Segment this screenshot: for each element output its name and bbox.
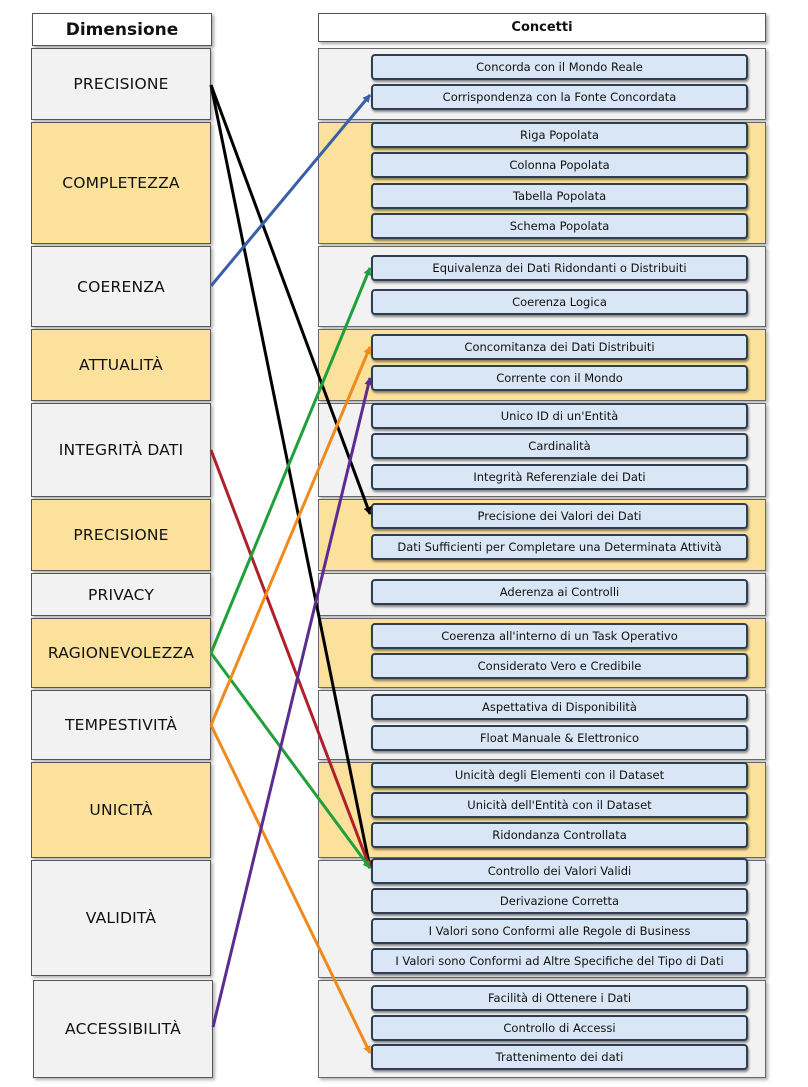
concept-label: Concorda con il Mondo Reale — [476, 60, 643, 74]
concept-item: Unicità dell'Entità con il Dataset — [371, 792, 748, 818]
dimension-integrita-dati: INTEGRITÀ DATI — [31, 403, 211, 497]
dimension-label: PRECISIONE — [73, 526, 169, 544]
concept-item: Facilità di Ottenere i Dati — [371, 985, 748, 1011]
dimension-label: RAGIONEVOLEZZA — [47, 644, 195, 662]
concept-label: Riga Popolata — [520, 128, 599, 142]
concepts-header: Concetti — [318, 13, 766, 42]
dimension-label: INTEGRITÀ DATI — [58, 441, 184, 459]
concept-label: Unicità dell'Entità con il Dataset — [467, 798, 652, 812]
concept-item: Colonna Popolata — [371, 152, 748, 178]
concept-item: Concorda con il Mondo Reale — [371, 54, 748, 80]
concepts-header-label: Concetti — [511, 20, 573, 35]
dimension-completezza: COMPLETEZZA — [31, 122, 211, 244]
concept-label: Aspettativa di Disponibilità — [482, 700, 637, 714]
concept-label: Integrità Referenziale dei Dati — [473, 470, 646, 484]
concept-label: Schema Popolata — [509, 219, 610, 233]
concept-label: Dati Sufficienti per Completare una Dete… — [397, 540, 722, 554]
concept-label: Unicità degli Elementi con il Dataset — [454, 768, 665, 782]
dimension-validita: VALIDITÀ — [31, 860, 211, 976]
concept-item: Ridondanza Controllata — [371, 822, 748, 848]
dimension-label: ATTUALITÀ — [79, 356, 163, 374]
concept-item: Corrente con il Mondo — [371, 365, 748, 391]
concept-item: Cardinalità — [371, 433, 748, 459]
concept-label: Float Manuale & Elettronico — [479, 731, 640, 745]
concept-item: Concomitanza dei Dati Distribuiti — [371, 334, 748, 360]
concept-item: Trattenimento dei dati — [371, 1044, 748, 1070]
dimension-accessibilita: ACCESSIBILITÀ — [33, 980, 213, 1078]
concept-item: Float Manuale & Elettronico — [371, 725, 748, 751]
concept-item: I Valori sono Conformi ad Altre Specific… — [371, 948, 748, 974]
dimension-label: COMPLETEZZA — [62, 174, 180, 192]
concept-label: Cardinalità — [528, 439, 591, 453]
concept-item: Unicità degli Elementi con il Dataset — [371, 762, 748, 788]
concept-label: Colonna Popolata — [509, 158, 610, 172]
concept-label: Facilità di Ottenere i Dati — [487, 991, 632, 1005]
concept-item: Corrispondenza con la Fonte Concordata — [371, 84, 748, 110]
concept-label: I Valori sono Conformi alle Regole di Bu… — [428, 924, 691, 938]
dimension-tempestivita: TEMPESTIVITÀ — [31, 690, 211, 760]
concept-label: Controllo dei Valori Validi — [487, 864, 632, 878]
dimension-label: COERENZA — [77, 277, 165, 296]
dimension-precisione-2: PRECISIONE — [31, 499, 211, 571]
concept-item: Considerato Vero e Credibile — [371, 653, 748, 679]
concept-item: Schema Popolata — [371, 213, 748, 239]
concept-item: Riga Popolata — [371, 122, 748, 148]
concept-item: Controllo dei Valori Validi — [371, 858, 748, 884]
concept-item: I Valori sono Conformi alle Regole di Bu… — [371, 918, 748, 944]
dimension-privacy: PRIVACY — [31, 573, 211, 616]
dimension-label: PRIVACY — [87, 585, 155, 604]
dimension-attualita: ATTUALITÀ — [31, 329, 211, 401]
concept-label: Trattenimento dei dati — [495, 1050, 624, 1064]
concept-item: Unico ID di un'Entità — [371, 403, 748, 429]
dimension-coerenza: COERENZA — [31, 246, 211, 327]
concept-label: Tabella Popolata — [512, 189, 607, 203]
concept-label: Concomitanza dei Dati Distribuiti — [464, 340, 655, 354]
concept-item: Tabella Popolata — [371, 183, 748, 209]
dimension-ragionevolezza: RAGIONEVOLEZZA — [31, 618, 211, 688]
concept-item: Equivalenza dei Dati Ridondanti o Distri… — [371, 255, 748, 281]
concept-label: Unico ID di un'Entità — [500, 409, 619, 423]
dimension-unicita: UNICITÀ — [31, 762, 211, 858]
concept-label: Corrispondenza con la Fonte Concordata — [442, 90, 677, 104]
dimension-label: TEMPESTIVITÀ — [64, 716, 178, 734]
dimension-label: PRECISIONE — [73, 75, 169, 93]
concept-label: I Valori sono Conformi ad Altre Specific… — [395, 954, 724, 968]
concept-item: Aderenza ai Controlli — [371, 579, 748, 605]
concept-label: Considerato Vero e Credibile — [477, 659, 642, 673]
dimension-header: Dimensione — [32, 13, 212, 46]
dimension-label: ACCESSIBILITÀ — [65, 1020, 181, 1038]
concept-item: Coerenza Logica — [371, 289, 748, 315]
concept-label: Coerenza Logica — [512, 295, 607, 309]
dimension-label: VALIDITÀ — [85, 909, 157, 927]
concept-item: Controllo di Accessi — [371, 1015, 748, 1041]
concept-label: Equivalenza dei Dati Ridondanti o Distri… — [432, 261, 687, 275]
concept-label: Controllo di Accessi — [503, 1021, 616, 1035]
concept-item: Precisione dei Valori dei Dati — [371, 503, 748, 529]
concept-label: Coerenza all'interno di un Task Operativ… — [441, 629, 678, 643]
dimension-header-label: Dimensione — [65, 19, 179, 40]
concept-item: Aspettativa di Disponibilità — [371, 694, 748, 720]
concept-label: Corrente con il Mondo — [496, 371, 623, 385]
concept-item: Coerenza all'interno di un Task Operativ… — [371, 623, 748, 649]
concept-item: Derivazione Corretta — [371, 888, 748, 914]
concept-label: Ridondanza Controllata — [492, 828, 627, 842]
concept-item: Dati Sufficienti per Completare una Dete… — [371, 534, 748, 560]
concept-label: Aderenza ai Controlli — [499, 585, 620, 599]
concept-label: Derivazione Corretta — [499, 894, 620, 908]
concept-label: Precisione dei Valori dei Dati — [477, 509, 642, 523]
concept-item: Integrità Referenziale dei Dati — [371, 464, 748, 490]
dimension-precisione: PRECISIONE — [31, 48, 211, 120]
dimension-label: UNICITÀ — [89, 801, 153, 819]
